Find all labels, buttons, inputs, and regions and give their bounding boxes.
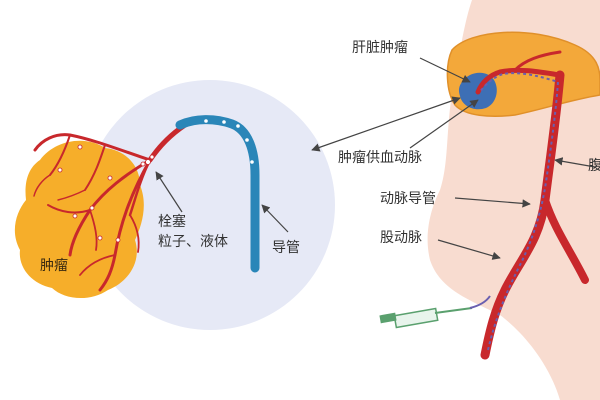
label-arterial-catheter: 动脉导管 [380, 191, 436, 207]
label-embolic-line1: 栓塞 [158, 213, 186, 230]
label-tumor: 肿瘤 [40, 257, 68, 274]
label-tumor-feeding-artery: 肿瘤供血动脉 [338, 149, 422, 166]
label-abdominal-aorta: 腹 [588, 157, 600, 174]
zoom-connector-arrow [312, 98, 460, 150]
label-embolic-line2: 粒子、液体 [158, 234, 228, 250]
label-femoral-artery: 股动脉 [380, 230, 422, 246]
label-liver-tumor: 肝脏肿瘤 [352, 39, 408, 56]
label-catheter: 导管 [272, 240, 300, 256]
